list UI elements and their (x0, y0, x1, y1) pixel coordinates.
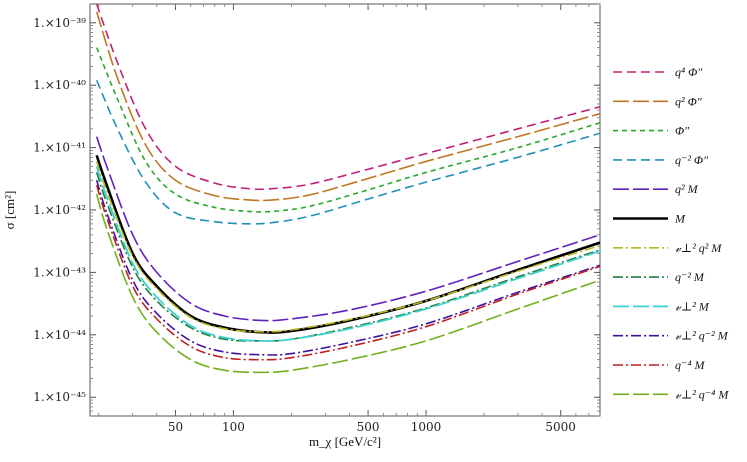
x-tick-label: 1000 (411, 420, 442, 434)
series-line-9 (95, 166, 600, 342)
x-axis-label: m_χ [GeV/c²] (309, 434, 381, 449)
legend-label-2: q² Φ″ (675, 94, 703, 108)
series-layer (95, 4, 600, 374)
series-line-6 (95, 154, 600, 334)
x-tick-label: 5000 (545, 420, 576, 434)
series-line-5 (95, 136, 600, 322)
series-line-4 (95, 79, 600, 225)
series-line-11 (95, 184, 600, 361)
y-tick-label: 1.×10⁻⁴¹ (33, 141, 86, 155)
legend-label-4: q⁻² Φ″ (675, 153, 709, 167)
legend-label-8: q⁻² M (675, 270, 705, 284)
axis-ticks: 50 100 500 1000 5000 1.×10⁻³⁹ 1.×10⁻⁴⁰ 1.×10⁻⁴¹… (33, 3, 601, 434)
series-line-7 (95, 161, 600, 333)
legend-label-6: M (674, 212, 686, 226)
x-tick-label: 100 (222, 420, 245, 434)
legend-label-10: 𝓋⊥² q⁻² M (675, 329, 729, 343)
legend-label-12: 𝓋⊥² q⁻⁴ M (675, 387, 729, 401)
legend-label-7: 𝓋⊥² q² M (675, 241, 722, 255)
y-tick-label: 1.×10⁻³⁹ (33, 16, 86, 30)
y-tick-label: 1.×10⁻⁴³ (33, 265, 86, 279)
y-tick-label: 1.×10⁻⁴⁴ (33, 328, 86, 342)
series-line-3 (95, 47, 600, 213)
x-tick-label: 50 (168, 420, 183, 434)
series-line-1 (95, 4, 600, 191)
legend-label-3: Φ″ (675, 124, 690, 138)
legend-label-1: q⁴ Φ″ (675, 65, 703, 79)
legend-label-9: 𝓋⊥² M (675, 299, 710, 313)
series-line-12 (95, 193, 600, 374)
legend-label-11: q⁻⁴ M (675, 358, 706, 372)
y-axis-label: σ [cm²] (2, 191, 17, 230)
y-tick-label: 1.×10⁻⁴² (33, 203, 86, 217)
series-line-8 (95, 172, 600, 342)
y-tick-label: 1.×10⁻⁴⁵ (33, 390, 86, 404)
legend: q⁴ Φ″ q² Φ″ Φ″ q⁻² Φ″ q² M M𝓋⊥² q² M q⁻² M 𝓋⊥² … (613, 65, 729, 401)
legend-label-5: q² M (675, 182, 699, 196)
x-tick-label: 500 (357, 420, 380, 434)
series-line-10 (95, 179, 600, 356)
plot-frame (89, 3, 601, 417)
y-tick-label: 1.×10⁻⁴⁰ (33, 78, 86, 92)
series-line-2 (95, 11, 600, 202)
